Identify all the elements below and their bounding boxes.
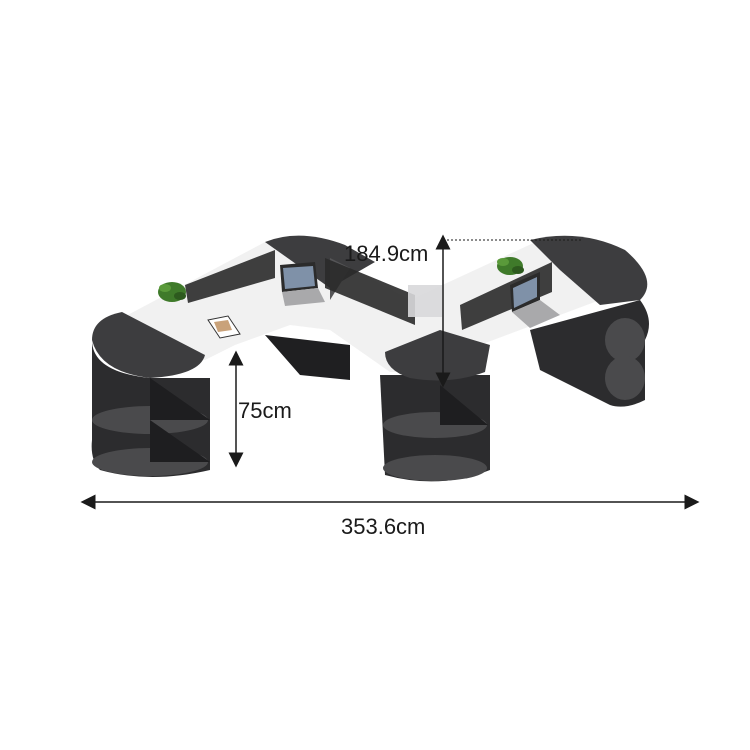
width-dimension-label: 353.6cm [341, 514, 426, 539]
back-support-block [265, 335, 350, 380]
height-dimension-label: 75cm [238, 398, 292, 423]
laptop-left [280, 262, 325, 306]
right-round-cabinet [530, 300, 649, 407]
left-round-cabinet [91, 340, 210, 477]
depth-dimension-label: 184.9cm [344, 241, 429, 266]
center-round-cabinet [380, 375, 490, 482]
plant-right [497, 257, 524, 275]
laptop-right [510, 272, 560, 328]
plant-left [158, 282, 186, 302]
notebook [207, 315, 241, 339]
